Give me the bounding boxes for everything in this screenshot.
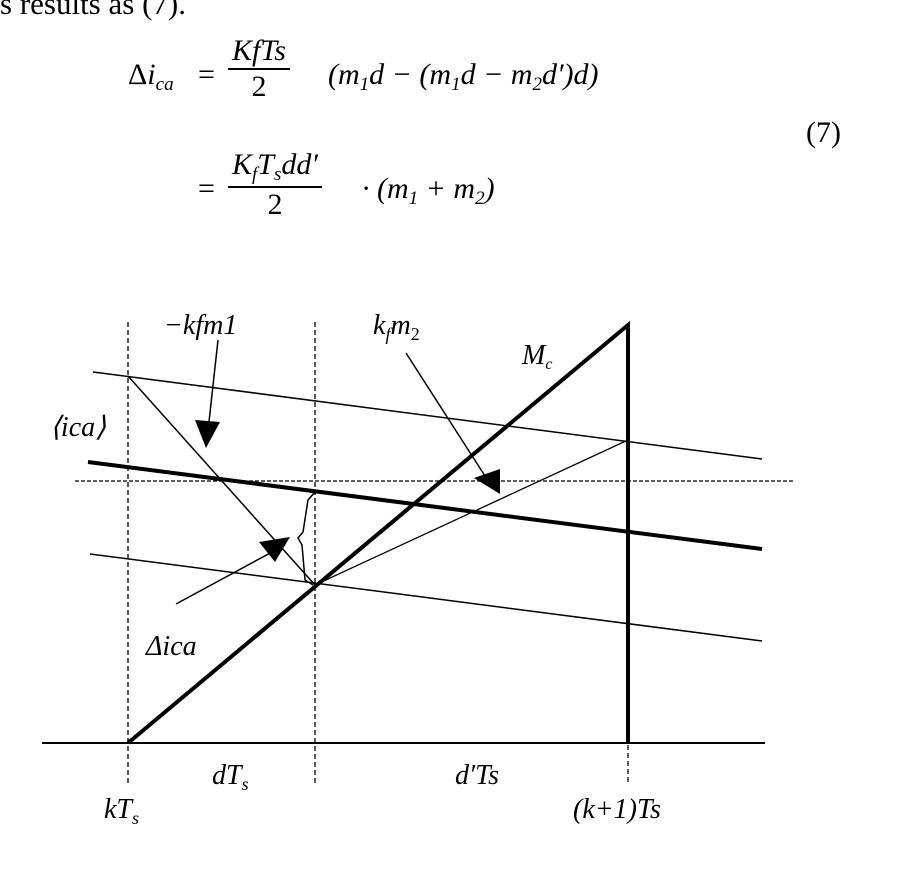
equation-lhs: Δica [128,58,174,95]
label-interval-dprime: d′Ts [455,760,499,791]
label-average-current: ⟨ica⟩ [50,412,106,443]
label-slope-m2: kfm2 [373,310,420,344]
label-ripple: Δica [145,631,197,662]
arrowhead-m2 [474,469,500,494]
intro-text: s results as (7). [0,0,186,21]
arrowhead-ripple [259,537,290,562]
average-current-line [87,460,763,551]
label-t-end: (k+1)Ts [573,794,661,825]
slope-m1-segment [127,375,316,586]
equation-line1-rest: (m1d − (m1d − m2d′)d) [328,58,599,95]
compensation-ramp-Mc [126,320,630,745]
label-ramp-Mc: Mc [521,340,552,373]
arrow-m2 [405,352,495,491]
equals-sign-2: = [198,172,215,205]
time-gridlines [75,322,795,785]
label-slope-m1: −kfm1 [164,310,237,341]
slope-m2-segment [314,439,629,586]
ripple-brace [297,491,316,586]
upper-envelope-line [92,371,763,460]
equals-sign: = [198,58,215,91]
arrowhead-m1 [195,420,220,448]
label-interval-d: dTs [212,760,249,794]
lower-envelope-line [89,553,763,642]
label-t-start: kTs [104,794,139,828]
equation-number: (7) [806,116,841,149]
fraction-2: KfTsdd′2 [228,148,322,222]
arrow-ripple [175,544,286,605]
fraction-1-numerator: KfTs [232,34,286,67]
equation-line2-rest: · (m1 + m2) [362,172,495,209]
